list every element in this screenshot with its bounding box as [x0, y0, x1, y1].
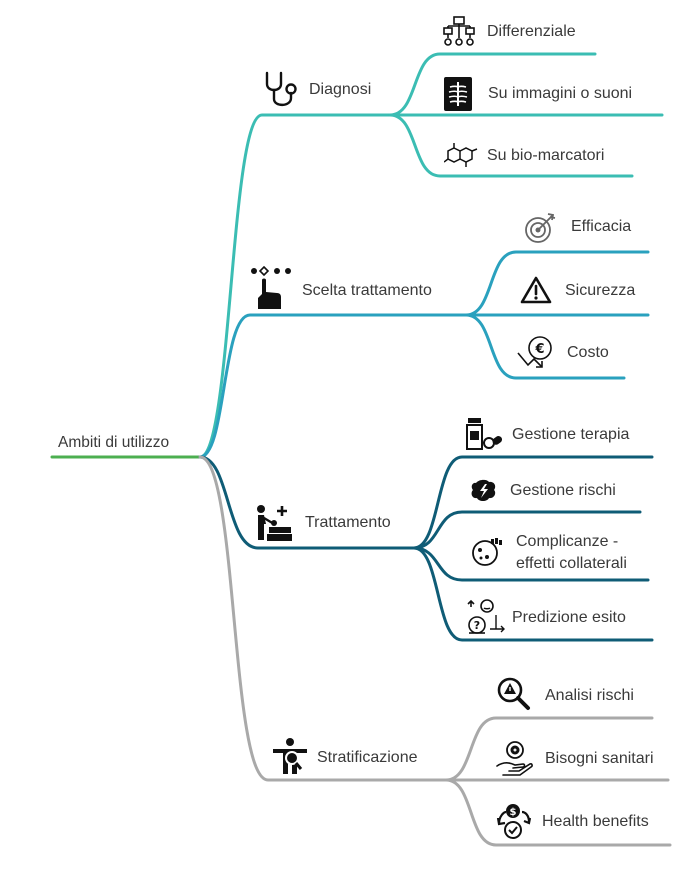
- leaf-line-costo: [464, 313, 626, 380]
- leaf-line-predizione: [412, 546, 654, 642]
- leaf-line-biomarcatori: [388, 113, 634, 178]
- branch-line-scelta: [198, 313, 468, 459]
- root-label: Ambiti di utilizzo: [58, 434, 170, 451]
- branch-label-stratificazione: Stratificazione: [317, 749, 418, 766]
- euro-cost-icon: €: [517, 336, 552, 368]
- stethoscope-icon: [265, 71, 297, 107]
- person-scan-icon: [273, 738, 307, 774]
- leaf-label-complicanze-line2: effetti collaterali: [516, 555, 627, 572]
- leaf-line-gestione-terapia: [412, 455, 654, 550]
- target-icon: [525, 213, 556, 243]
- bacteria-icon: [472, 538, 502, 566]
- branch-label-trattamento: Trattamento: [305, 514, 391, 531]
- leaf-label-costo: Costo: [567, 344, 609, 361]
- leaf-line-health: [444, 778, 672, 847]
- prediction-icon: ?: [467, 599, 505, 634]
- health-benefits-icon: $: [496, 804, 532, 839]
- leaf-label-complicanze: Complicanze - effetti collaterali: [516, 531, 627, 575]
- leaf-label-bisogni: Bisogni sanitari: [545, 750, 654, 767]
- leaf-line-gestione-rischi: [412, 510, 642, 550]
- leaf-label-gestione-rischi: Gestione rischi: [510, 482, 616, 499]
- branch-line-trattamento: [198, 455, 416, 550]
- brain-bolt-icon: [471, 479, 496, 501]
- leaf-label-complicanze-line1: Complicanze -: [516, 533, 619, 550]
- care-hand-icon: [496, 741, 533, 776]
- hand-select-icon: [251, 266, 291, 309]
- svg-text:$: $: [510, 807, 517, 818]
- leaf-line-efficacia: [464, 250, 650, 317]
- warning-icon: [520, 276, 552, 304]
- leaf-label-health: Health benefits: [542, 813, 649, 830]
- svg-text:?: ?: [474, 619, 480, 632]
- leaf-label-predizione: Predizione esito: [512, 609, 626, 626]
- svg-text:€: €: [534, 342, 544, 357]
- leaf-label-biomarcatori: Su bio-marcatori: [487, 147, 605, 164]
- leaf-label-sicurezza: Sicurezza: [565, 282, 636, 299]
- xray-icon: [444, 77, 472, 111]
- branch-line-diagnosi: [198, 113, 392, 459]
- treatment-icon: [257, 505, 292, 541]
- leaf-label-analisi-rischi: Analisi rischi: [545, 687, 634, 704]
- branch-label-scelta: Scelta trattamento: [302, 282, 432, 299]
- leaf-label-differenziale: Differenziale: [487, 23, 576, 40]
- leaf-line-complicanze: [412, 546, 650, 582]
- flowchart-icon: [443, 16, 475, 46]
- leaf-line-differenziale: [388, 52, 597, 117]
- molecule-icon: [444, 143, 478, 167]
- pills-icon: [466, 418, 502, 450]
- branch-label-diagnosi: Diagnosi: [309, 81, 372, 98]
- leaf-line-analisi-rischi: [444, 716, 654, 782]
- risk-magnifier-icon: [497, 677, 530, 710]
- branch-line-stratificazione: [198, 455, 448, 782]
- leaf-label-gestione-terapia: Gestione terapia: [512, 426, 630, 443]
- leaf-label-efficacia: Efficacia: [571, 218, 632, 235]
- leaf-label-immagini: Su immagini o suoni: [488, 85, 633, 102]
